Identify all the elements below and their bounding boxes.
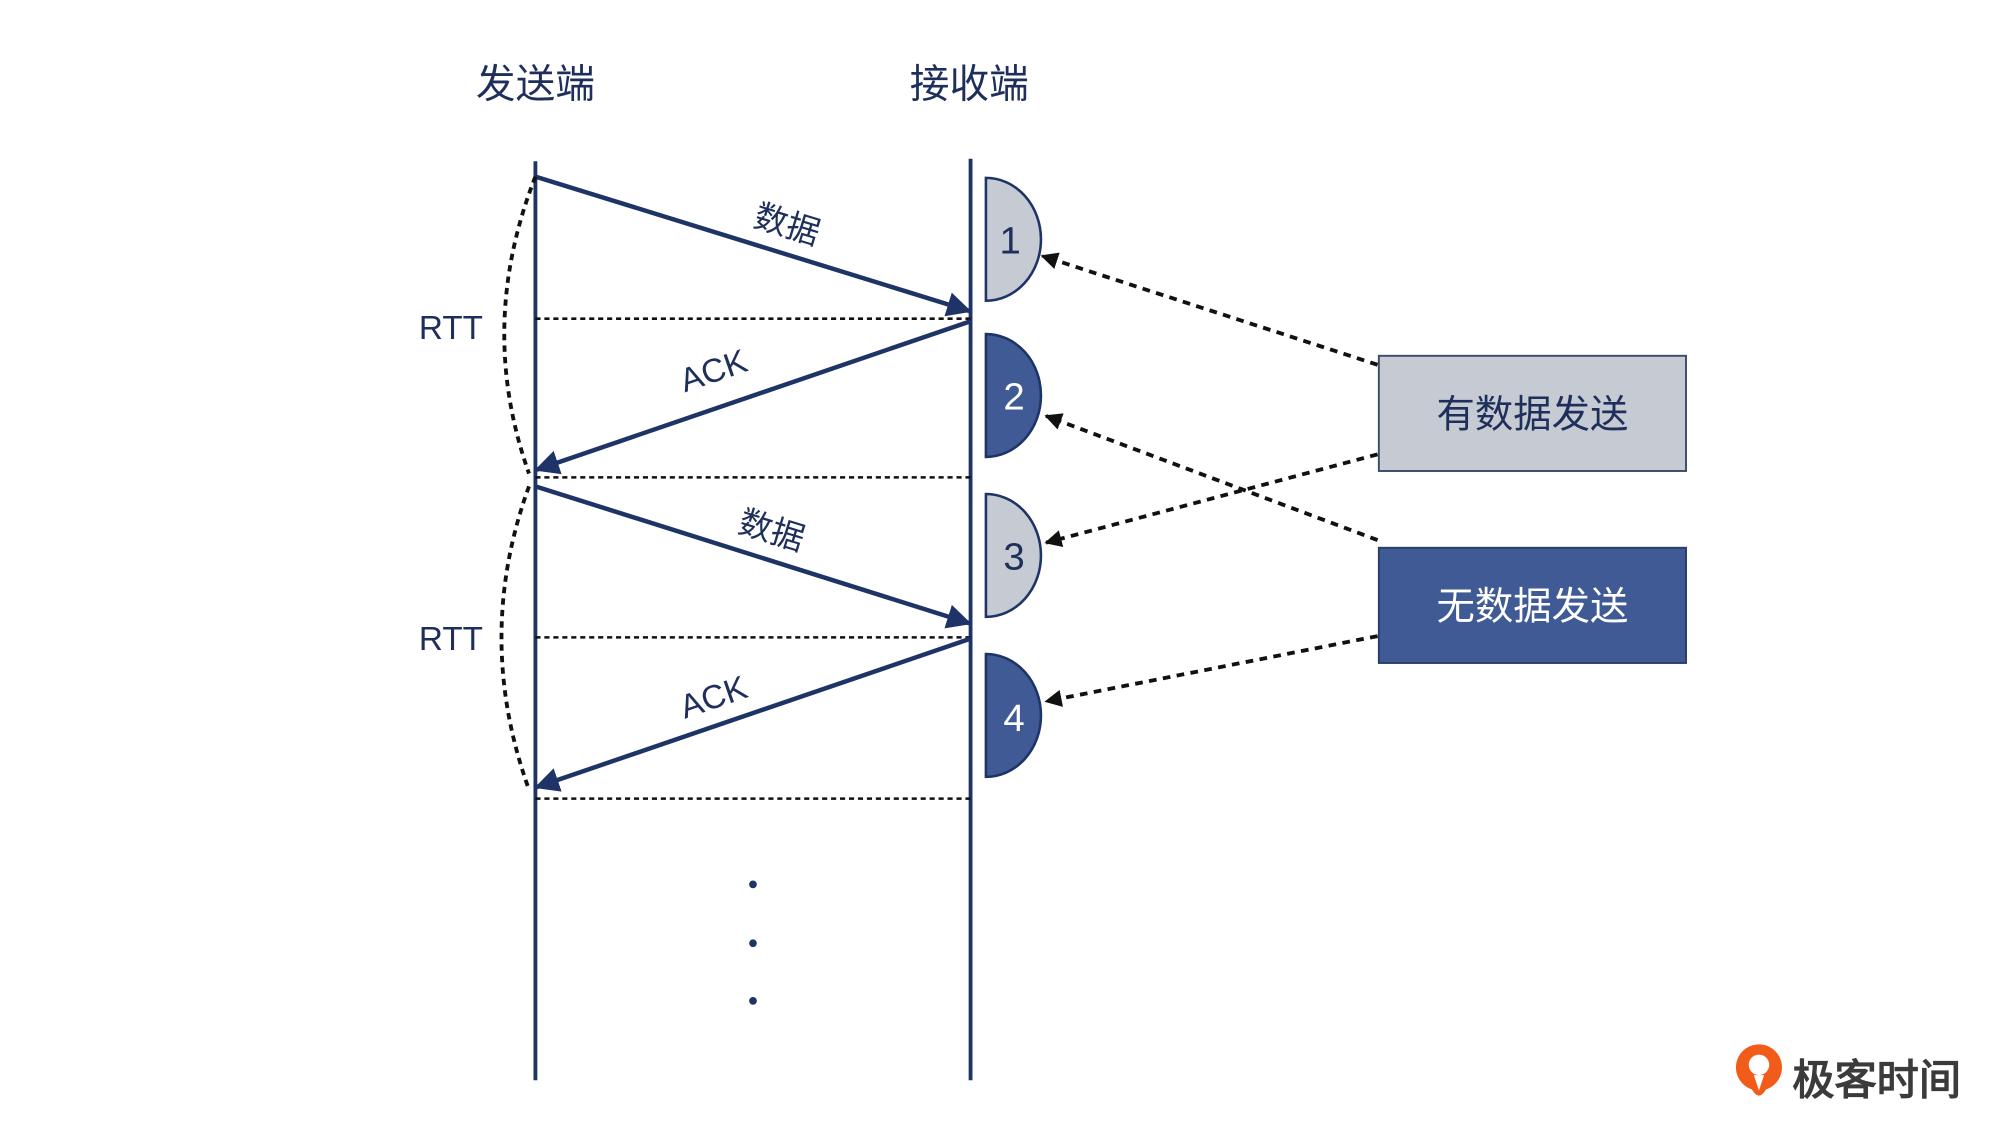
- has-data-label: 有数据发送: [1436, 393, 1628, 436]
- pointer-no-data-to-slot-2: [1044, 413, 1379, 542]
- no-data-box: [1377, 546, 1687, 664]
- pointer-has-data-to-slot-1: [1040, 252, 1379, 367]
- receive-slot-3-number: 3: [1003, 536, 1024, 579]
- logo: 极客时间: [1735, 1044, 1961, 1104]
- receive-slot-1-number: 1: [1000, 219, 1021, 262]
- receiver-header: 接收端: [910, 62, 1029, 106]
- sender-header: 发送端: [476, 62, 595, 106]
- receive-slot-4-number: 4: [1003, 697, 1024, 740]
- receive-slot-3: [984, 492, 1043, 619]
- data-arrow-2: [534, 484, 972, 629]
- ellipsis-dot-3: [749, 997, 757, 1005]
- receive-slot-2: [984, 332, 1043, 459]
- ack-arrow-2: [534, 636, 972, 792]
- has-data-box: [1377, 354, 1687, 472]
- pointer-no-data-to-slot-4: [1044, 634, 1378, 707]
- ack-label-1: ACK: [675, 343, 752, 400]
- receive-slot-1: [984, 176, 1043, 303]
- ellipsis-dot-2: [749, 939, 757, 948]
- rtt-arc-1: [502, 175, 538, 475]
- rtt-label-2: RTT: [419, 621, 483, 658]
- no-data-label: 无数据发送: [1436, 585, 1628, 628]
- receive-slot-2-number: 2: [1003, 376, 1024, 419]
- rtt-arc-2: [499, 485, 531, 791]
- rtt-label-1: RTT: [419, 310, 483, 347]
- data-arrow-1: [534, 174, 972, 317]
- receive-slot-4: [984, 652, 1043, 779]
- ellipsis-dot-1: [749, 880, 757, 889]
- logo-text: 极客时间: [1792, 1055, 1961, 1104]
- logo-icon: [1735, 1044, 1782, 1096]
- pointer-has-data-to-slot-3: [1044, 452, 1379, 548]
- ack-arrow-1: [534, 319, 972, 475]
